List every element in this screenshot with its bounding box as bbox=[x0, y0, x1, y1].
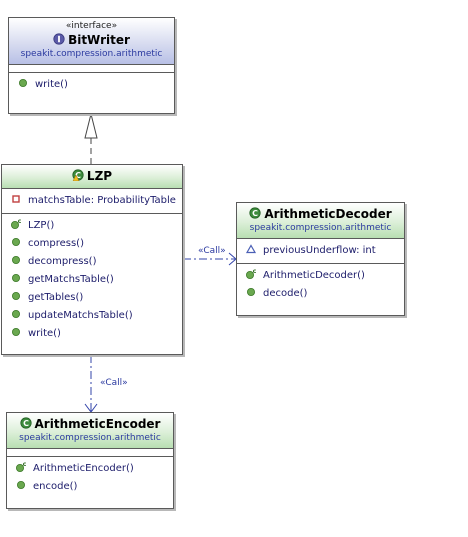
public-method-icon bbox=[10, 272, 22, 284]
method-row[interactable]: decode() bbox=[237, 285, 404, 303]
method-row[interactable]: c ArithmeticDecoder() bbox=[237, 267, 404, 285]
method-row[interactable]: updateMatchsTable() bbox=[2, 307, 182, 325]
field-name: previousUnderflow: int bbox=[263, 245, 376, 256]
public-method-icon bbox=[10, 236, 22, 248]
bitwriter-header: «interface» BitWriter speakit.compressio… bbox=[9, 18, 174, 65]
bitwriter-stereotype: «interface» bbox=[65, 21, 118, 31]
method-row[interactable]: c ArithmeticEncoder() bbox=[7, 460, 173, 478]
decoder-name: ArithmeticDecoder bbox=[264, 207, 392, 221]
lzp-fields-section: matchsTable: ProbabilityTable bbox=[2, 189, 182, 214]
public-method-icon bbox=[15, 479, 27, 491]
constructor-icon: c bbox=[245, 268, 257, 280]
method-name: getMatchsTable() bbox=[28, 274, 114, 285]
method-name: compress() bbox=[28, 238, 84, 249]
method-row[interactable]: write() bbox=[9, 76, 174, 94]
svg-text:C: C bbox=[75, 170, 81, 179]
package-field-icon bbox=[245, 243, 257, 255]
lzp-methods-section: c LZP() compress() decompress() getMatchs… bbox=[2, 214, 182, 346]
method-row[interactable]: getMatchsTable() bbox=[2, 271, 182, 289]
call-decoder-label: «Call» bbox=[198, 246, 226, 256]
encoder-header: C ArithmeticEncoder speakit.compression.… bbox=[7, 413, 173, 449]
lzp-class-box[interactable]: C LZP matchsTable: ProbabilityTable c LZP… bbox=[1, 164, 183, 355]
method-row[interactable]: getTables() bbox=[2, 289, 182, 307]
method-row[interactable]: write() bbox=[2, 325, 182, 343]
public-method-icon bbox=[10, 254, 22, 266]
constructor-icon: c bbox=[10, 218, 22, 230]
arithmetic-encoder-class-box[interactable]: C ArithmeticEncoder speakit.compression.… bbox=[6, 412, 174, 509]
method-name: LZP() bbox=[28, 220, 55, 231]
decoder-fields-section: previousUnderflow: int bbox=[237, 239, 404, 264]
method-row[interactable]: c LZP() bbox=[2, 217, 182, 235]
public-method-icon bbox=[10, 308, 22, 320]
method-name: updateMatchsTable() bbox=[28, 310, 133, 321]
method-row[interactable]: compress() bbox=[2, 235, 182, 253]
class-icon: C bbox=[72, 168, 84, 181]
field-row[interactable]: previousUnderflow: int bbox=[237, 242, 404, 260]
public-method-icon bbox=[245, 286, 257, 298]
bitwriter-interface-box[interactable]: «interface» BitWriter speakit.compressio… bbox=[8, 17, 175, 114]
method-name: getTables() bbox=[28, 292, 84, 303]
svg-text:c: c bbox=[18, 218, 22, 225]
bitwriter-fields-section bbox=[9, 65, 174, 73]
lzp-name: LZP bbox=[86, 169, 113, 183]
svg-text:c: c bbox=[253, 268, 257, 275]
public-method-icon bbox=[17, 77, 29, 89]
bitwriter-methods-section: write() bbox=[9, 73, 174, 97]
class-icon: C bbox=[19, 416, 32, 429]
realization-arrowhead bbox=[84, 113, 98, 139]
encoder-name: ArithmeticEncoder bbox=[34, 417, 161, 431]
field-row[interactable]: matchsTable: ProbabilityTable bbox=[2, 192, 182, 210]
bitwriter-name: BitWriter bbox=[68, 33, 130, 47]
arithmetic-decoder-class-box[interactable]: C ArithmeticDecoder speakit.compression.… bbox=[236, 202, 405, 316]
encoder-package: speakit.compression.arithmetic bbox=[19, 433, 161, 443]
call-encoder-label: «Call» bbox=[100, 378, 128, 388]
method-name: ArithmeticEncoder() bbox=[33, 463, 134, 474]
lzp-header: C LZP bbox=[2, 165, 182, 189]
method-name: encode() bbox=[33, 481, 78, 492]
class-icon: C bbox=[249, 206, 261, 219]
decoder-methods-section: c ArithmeticDecoder() decode() bbox=[237, 264, 404, 306]
svg-text:C: C bbox=[23, 418, 29, 427]
decoder-header: C ArithmeticDecoder speakit.compression.… bbox=[237, 203, 404, 239]
interface-icon bbox=[53, 32, 65, 45]
public-method-icon bbox=[10, 326, 22, 338]
method-row[interactable]: decompress() bbox=[2, 253, 182, 271]
method-name: ArithmeticDecoder() bbox=[263, 270, 365, 281]
svg-text:c: c bbox=[23, 461, 27, 468]
public-method-icon bbox=[10, 290, 22, 302]
encoder-methods-section: c ArithmeticEncoder() encode() bbox=[7, 457, 173, 499]
method-name: write() bbox=[28, 328, 61, 339]
encoder-fields-section bbox=[7, 449, 173, 457]
svg-text:C: C bbox=[252, 208, 258, 217]
method-name: decode() bbox=[263, 288, 308, 299]
constructor-icon: c bbox=[15, 461, 27, 473]
field-name: matchsTable: ProbabilityTable bbox=[28, 195, 176, 206]
method-name: write() bbox=[35, 79, 68, 90]
private-field-icon bbox=[10, 193, 22, 205]
method-row[interactable]: encode() bbox=[7, 478, 173, 496]
method-name: decompress() bbox=[28, 256, 97, 267]
bitwriter-package: speakit.compression.arithmetic bbox=[20, 49, 163, 59]
decoder-package: speakit.compression.arithmetic bbox=[249, 223, 392, 233]
